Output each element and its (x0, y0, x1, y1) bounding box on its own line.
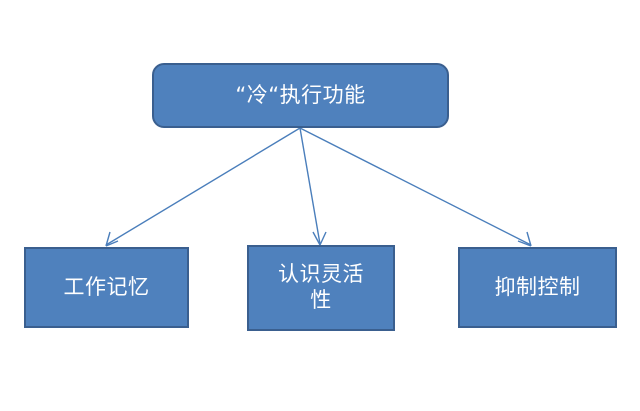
node-inhibitory-control[interactable]: 抑制控制 (458, 247, 617, 328)
node-label-working-memory: 工作记忆 (63, 274, 150, 299)
node-cognitive-flexibility[interactable]: 认识灵活 性 (247, 245, 395, 331)
connector-root-to-cognitive-flexibility (299, 127, 327, 246)
node-working-memory[interactable]: 工作记忆 (24, 247, 189, 328)
connector-root-to-inhibitory-control (299, 127, 532, 247)
node-label-inhibitory-control: 抑制控制 (494, 274, 581, 299)
node-label-cognitive-flexibility: 认识灵活 性 (278, 262, 364, 312)
connector-root-to-working-memory (105, 127, 301, 247)
node-label-cool-executive-function: “冷“执行功能 (235, 82, 366, 107)
node-cool-executive-function[interactable]: “冷“执行功能 (152, 63, 449, 128)
